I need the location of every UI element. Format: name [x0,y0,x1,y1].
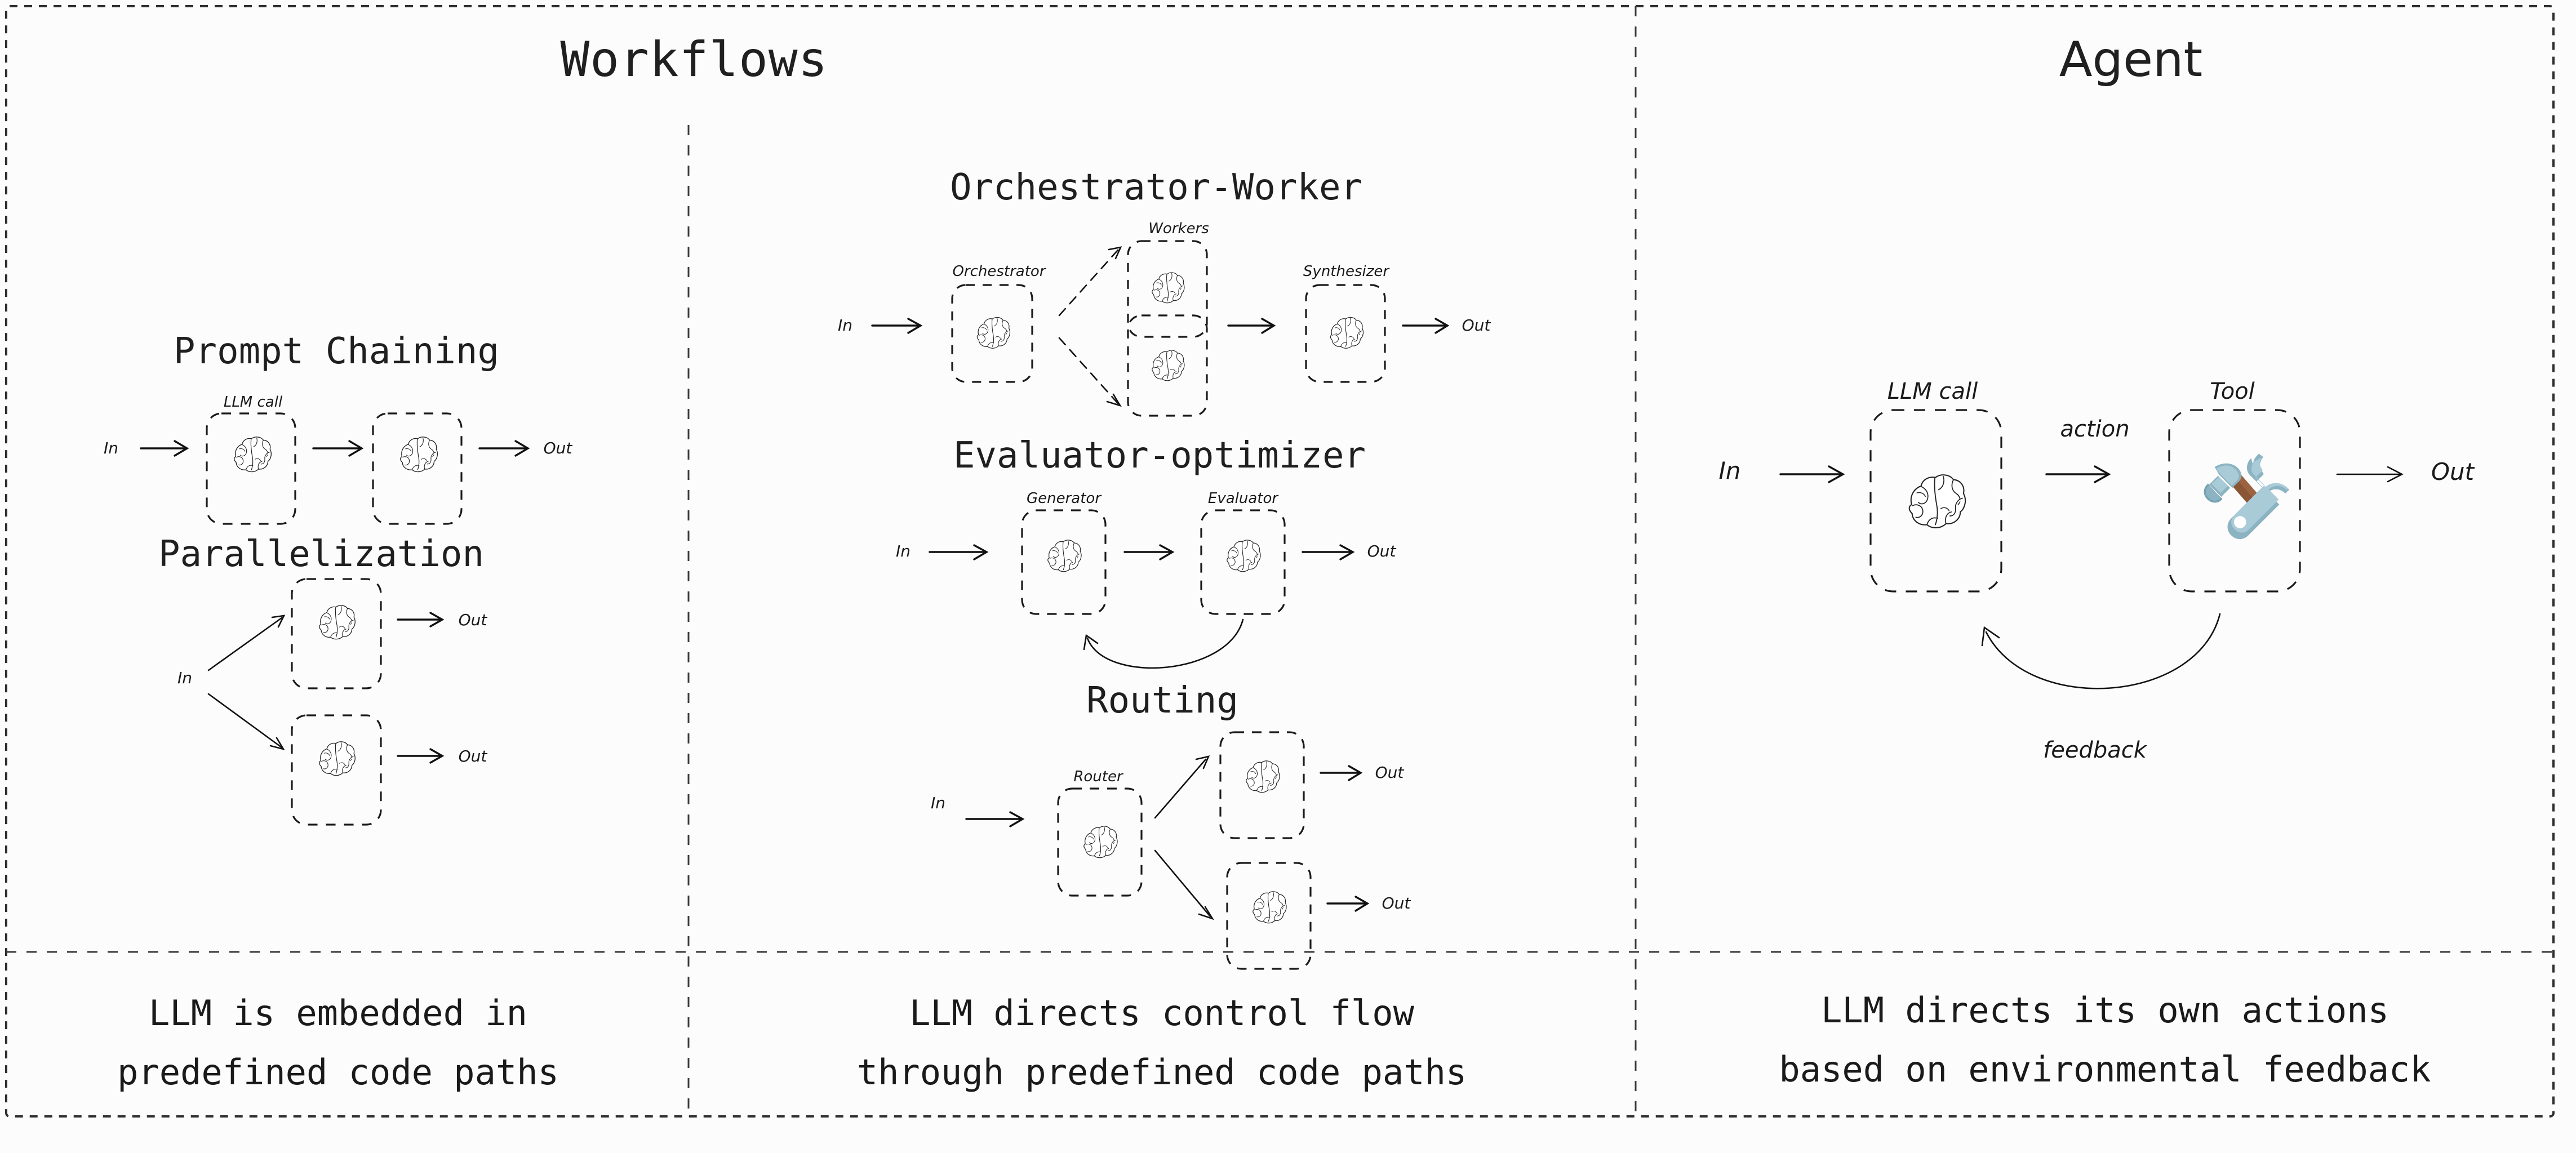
brain-icon [1246,760,1280,793]
arrow-branch-bottom-to-out [397,748,445,764]
caption-right-line1: LLM directs its own actions [1821,990,2389,1031]
caption-middle-line2: through predefined code paths [857,1052,1467,1093]
orchestrator-input: In [838,316,852,335]
parallelization-output-bottom: Out [459,747,488,765]
evaluator-label: Evaluator [1208,490,1279,507]
orchestrator-output: Out [1462,316,1491,335]
arrow-in-to-generator [929,544,989,560]
routing-output-bottom: Out [1382,894,1411,912]
arrow-in-to-branch-bottom [207,693,285,751]
arrow-branch-top-to-out [397,612,445,627]
arrow-llm2-to-out [478,440,530,457]
arrow-evaluator-to-out [1302,544,1355,560]
arrow-in-to-agent-llm [1779,465,1845,483]
arrow-generator-to-evaluator [1123,544,1175,560]
arrow-evaluator-feedback-loop [1083,618,1244,669]
agent-action-label: action [2060,416,2129,442]
caption-middle: LLM directs control flow through predefi… [857,992,1467,1093]
pattern-orchestrator-worker: Orchestrator-Worker Workers Orchestrator… [838,167,1491,417]
caption-right-line2: based on environmental feedback [1779,1049,2431,1090]
pattern-prompt-chaining: Prompt Chaining LLM call In Out [104,331,573,525]
evaluator-optimizer-input: In [896,542,911,560]
parallel-box-bottom [291,714,382,826]
arrow-routing-top-to-out [1320,765,1363,781]
brain-icon [1330,317,1364,349]
evaluator-optimizer-output: Out [1367,542,1397,560]
pattern-evaluator-optimizer: Evaluator-optimizer Generator Evaluator … [896,435,1397,669]
orchestrator-box [951,284,1033,383]
arrow-orchestrator-to-worker-top [1058,246,1122,317]
workers-label: Workers [1148,220,1209,237]
routing-title: Routing [1086,680,1238,722]
parallel-box-top [291,578,382,689]
pattern-routing: Routing Router In Out Out [931,680,1411,970]
prompt-chaining-output: Out [544,439,573,457]
pattern-agent: LLM call Tool action In Out feedback [1718,379,2475,763]
worker-box-bottom [1127,314,1208,417]
parallelization-title: Parallelization [158,533,484,575]
synthesizer-box [1305,284,1386,383]
brain-icon [1152,272,1185,304]
arrow-router-to-target-top [1154,755,1210,819]
workflows-title: Workflows [561,32,828,88]
brain-icon [319,605,356,640]
brain-icon [400,437,438,473]
brain-icon [1253,891,1287,924]
arrow-llm1-to-llm2 [312,440,364,457]
arrow-in-to-branch-top [207,615,286,671]
orchestrator-label: Orchestrator [952,263,1046,280]
arrow-synthesizer-to-out [1402,318,1450,334]
prompt-chaining-title: Prompt Chaining [174,331,499,372]
brain-icon [319,741,356,776]
worker-box-top [1127,240,1208,338]
parallelization-input: In [177,669,192,687]
agent-title: Agent [2059,32,2203,88]
brain-icon [234,437,272,473]
brain-icon [1227,540,1261,572]
hammer-and-wrench-icon [2204,453,2292,540]
caption-left-line1: LLM is embedded in [149,992,527,1034]
arrow-in-to-router [965,811,1025,827]
arrow-routing-bottom-to-out [1326,896,1370,912]
outer-border [5,5,2555,1118]
agent-input: In [1718,457,1740,484]
llm-call-label: LLM call [224,394,283,411]
agent-tool-box [2168,409,2301,593]
routing-output-top: Out [1375,763,1405,782]
brain-icon [1083,826,1118,858]
router-label: Router [1073,768,1124,785]
caption-right: LLM directs its own actions based on env… [1779,990,2431,1090]
arrow-orchestrator-to-worker-bottom [1058,337,1122,407]
arrow-agent-feedback-loop [1981,613,2221,689]
llm-call-box-2 [372,412,463,525]
parallelization-output-top: Out [459,611,488,629]
arrow-agent-llm-to-tool [2045,465,2111,483]
agent-feedback-label: feedback [2043,737,2148,763]
brain-icon [976,317,1011,349]
arrow-router-to-target-bottom [1154,849,1214,920]
caption-middle-line1: LLM directs control flow [909,992,1415,1034]
arrow-workers-to-synthesizer [1227,318,1276,334]
agent-output: Out [2431,458,2475,486]
orchestrator-worker-title: Orchestrator-Worker [950,167,1362,208]
prompt-chaining-input: In [104,439,118,457]
evaluator-optimizer-title: Evaluator-optimizer [953,435,1366,477]
routing-input: In [931,794,945,812]
arrow-in-to-orchestrator [871,318,923,334]
arrow-agent-tool-to-out [2336,466,2404,483]
agent-tool-label: Tool [2210,379,2255,404]
caption-left-line2: predefined code paths [117,1052,559,1093]
brain-icon [1908,474,1966,528]
pattern-parallelization: Parallelization In Out Out [158,533,488,826]
agent-llm-box [1869,409,2002,593]
arrow-in-to-llm1 [140,440,189,457]
llm-call-box-1 [206,412,296,525]
synthesizer-label: Synthesizer [1303,263,1390,280]
brain-icon [1047,540,1082,572]
generator-label: Generator [1027,490,1102,507]
caption-left: LLM is embedded in predefined code paths [117,992,559,1093]
agent-llm-call-label: LLM call [1887,379,1978,404]
brain-icon [1152,350,1185,381]
